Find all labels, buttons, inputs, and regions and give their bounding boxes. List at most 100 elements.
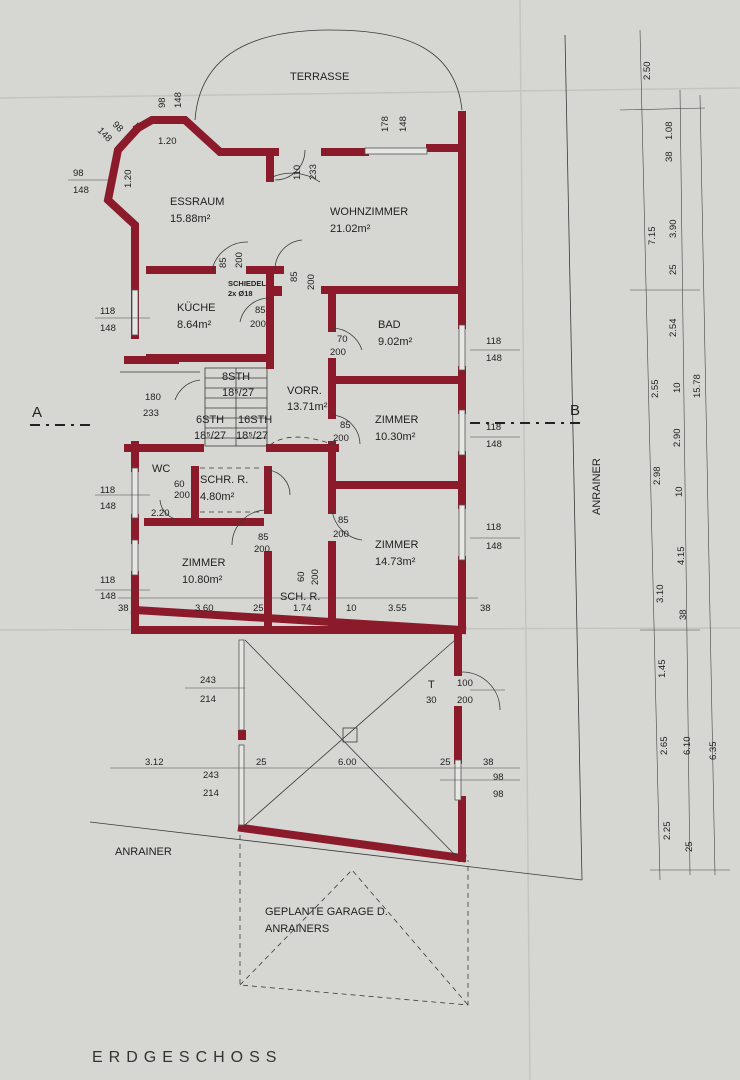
dim-text: 200 — [254, 544, 270, 555]
dim-text: 148 — [100, 591, 116, 602]
dim-text: 38 — [480, 603, 491, 614]
dim-text: 200 — [310, 569, 321, 585]
stairs-left-label: 6STH — [196, 414, 224, 426]
room-area-kueche: 8.64m² — [177, 319, 212, 331]
room-name-wc: WC — [152, 463, 170, 475]
terrace-outline — [194, 29, 463, 121]
dim-text: 200 — [306, 274, 317, 290]
chimney-label: SCHIEDEL — [228, 279, 266, 288]
dim-text: 25 — [440, 757, 451, 768]
neighbor-label-right: ANRAINER — [591, 458, 603, 515]
dim-text: 2.98 — [652, 467, 663, 486]
chimney-size: 2x Ø18 — [228, 289, 253, 298]
dim-text: 7.15 — [647, 227, 658, 246]
dim-text: 3.90 — [668, 220, 679, 239]
dim-text: 100 — [457, 678, 473, 689]
stairs-right-dim: 18⁵/27 — [236, 430, 268, 442]
dim-text: 38 — [118, 603, 129, 614]
walls — [103, 111, 467, 863]
stairs-left-dim: 18⁵/27 — [194, 430, 226, 442]
dim-text: 200 — [234, 252, 245, 268]
dim-text: 1.20 — [123, 170, 134, 189]
dim-text: 98 — [110, 119, 125, 134]
dim-text: 233 — [308, 164, 319, 180]
section-markers — [30, 422, 585, 426]
dim-text: 200 — [330, 347, 346, 358]
dim-text: 118 — [100, 575, 115, 586]
dim-text: 10 — [346, 603, 357, 614]
dim-text: 98 — [493, 772, 504, 783]
dim-text: 3.60 — [195, 603, 214, 614]
dim-text: 25 — [256, 757, 267, 768]
room-name-sch-r: SCH. R. — [280, 591, 320, 603]
room-name-zimmer-3: ZIMMER — [375, 539, 418, 551]
dim-text: 85 — [218, 257, 229, 268]
dim-text: 38 — [678, 609, 689, 620]
dim-text: 2.65 — [659, 737, 670, 756]
dim-text: 2.90 — [672, 429, 683, 448]
garage-label-line1: GEPLANTE GARAGE D. — [265, 906, 388, 918]
dim-text: 200 — [250, 319, 266, 330]
dim-text: 38 — [483, 757, 494, 768]
room-name-kueche: KÜCHE — [177, 302, 216, 314]
room-area-zimmer-3: 14.73m² — [375, 556, 416, 568]
dim-text: 118 — [486, 336, 501, 347]
stairs — [120, 367, 268, 447]
dim-text: 1.45 — [657, 660, 668, 679]
dim-text: 30 — [426, 695, 437, 706]
dim-text: 180 — [145, 392, 161, 403]
right-dimension-labels: 2.50 1.08 38 7.15 3.90 25 2.54 2.55 10 1… — [642, 62, 719, 853]
room-name-zimmer-2: ZIMMER — [182, 557, 225, 569]
dim-text: 3.12 — [145, 757, 164, 768]
dim-text: 148 — [486, 541, 502, 552]
dim-text: 38 — [664, 151, 675, 162]
dim-text: 2.20 — [151, 508, 170, 519]
room-area-zimmer-2: 10.80m² — [182, 574, 223, 586]
floor-title: ERDGESCHOSS — [92, 1049, 282, 1066]
dim-text: 200 — [457, 695, 473, 706]
dimension-labels: 98 148 98 148 98 148 1.20 1.20 110 233 1… — [73, 92, 504, 800]
dim-text: 148 — [100, 501, 116, 512]
carport-diagonals — [244, 639, 456, 856]
dim-text: 85 — [258, 532, 269, 543]
room-area-zimmer-1: 10.30m² — [375, 431, 416, 443]
garage-outline — [239, 835, 469, 1006]
dim-text: 25 — [253, 603, 264, 614]
terrace-label: TERRASSE — [290, 71, 349, 83]
dim-text: 6.00 — [338, 757, 357, 768]
dim-text: 3.55 — [388, 603, 407, 614]
dim-text: 25 — [684, 841, 695, 852]
dim-text: 85 — [255, 305, 266, 316]
garage-label-line2: ANRAINERS — [265, 923, 329, 935]
dim-text: 148 — [486, 439, 502, 450]
dim-text: 118 — [100, 306, 115, 317]
room-name-bad: BAD — [378, 319, 401, 331]
dim-text: 10 — [674, 486, 685, 497]
room-area-vorr: 13.71m² — [287, 401, 328, 413]
corridor-line — [269, 436, 336, 446]
room-area-schrank: 4.80m² — [200, 491, 235, 503]
dimension-lines — [68, 179, 520, 781]
dim-text: 10 — [672, 382, 683, 393]
stairs-top-label: 8STH — [222, 371, 250, 383]
dim-text: 2.50 — [642, 62, 653, 81]
property-lines — [89, 34, 583, 881]
dim-text: 118 — [486, 422, 501, 433]
dim-text: 4.15 — [676, 547, 687, 566]
dim-text: 214 — [200, 694, 216, 705]
dim-text: 1.08 — [664, 122, 675, 141]
door-t-label: T — [428, 679, 435, 691]
room-area-wohnzimmer: 21.02m² — [330, 223, 371, 235]
dim-text: 60 — [296, 571, 307, 582]
dim-text: 243 — [203, 770, 219, 781]
dim-text: 2.54 — [668, 319, 679, 338]
dim-text: 233 — [143, 408, 159, 419]
room-area-essraum: 15.88m² — [170, 213, 211, 225]
dim-text: 6.10 — [682, 737, 693, 756]
room-area-bad: 9.02m² — [378, 336, 413, 348]
dim-text: 118 — [486, 522, 501, 533]
dim-text: 70 — [337, 334, 348, 345]
dim-text: 25 — [668, 264, 679, 275]
right-dimension-lines — [619, 29, 730, 881]
